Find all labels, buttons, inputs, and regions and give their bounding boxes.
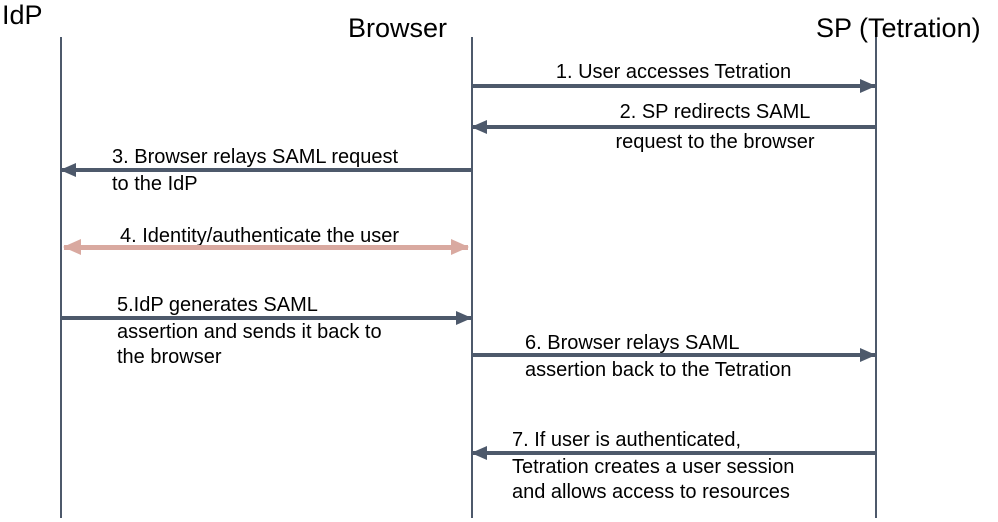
message-3-arrow (60, 163, 471, 177)
arrowhead-right-icon (860, 79, 876, 93)
arrowhead-left-icon (60, 163, 76, 177)
actor-label-sp: SP (Tetration) (816, 13, 981, 43)
arrowhead-left-icon (471, 446, 487, 460)
message-6-label-line2: assertion back to the Tetration (525, 359, 792, 381)
message-1-arrow (472, 79, 876, 93)
message-6-arrow (472, 348, 876, 362)
arrowhead-right-icon (860, 348, 876, 362)
message-7-label-line3: and allows access to resources (512, 481, 790, 503)
arrowhead-left-icon (63, 239, 81, 255)
arrowhead-right-icon (456, 311, 472, 325)
message-5-label: 5.IdP generates SAML (117, 294, 318, 316)
message-3-label-line2: to the IdP (112, 173, 198, 195)
arrowhead-left-icon (471, 120, 487, 134)
message-2-arrow (471, 120, 875, 134)
message-5-label-line2: assertion and sends it back to (117, 321, 382, 343)
message-7-label: 7. If user is authenticated, (512, 429, 742, 451)
message-6-label: 6. Browser relays SAML (525, 332, 740, 354)
message-2-label: 2. SP redirects SAML (619, 101, 811, 123)
lifeline-sp (875, 37, 877, 518)
actor-label-browser: Browser (348, 13, 448, 43)
arrowhead-right-icon (451, 239, 469, 255)
message-5-label-line3: the browser (117, 346, 222, 368)
message-2-label-line2: request to the browser (615, 131, 815, 153)
lifeline-browser (471, 37, 473, 518)
message-7-label-line2: Tetration creates a user session (512, 456, 795, 478)
message-4-arrow (63, 239, 469, 255)
message-4-label: 4. Identity/authenticate the user (120, 225, 400, 247)
message-7-arrow (471, 446, 875, 460)
lifeline-idp (60, 37, 62, 518)
message-5-arrow (61, 311, 472, 325)
message-1-label: 1. User accesses Tetration (555, 61, 792, 83)
actor-label-idp: IdP (2, 0, 43, 30)
message-3-label: 3. Browser relays SAML request (112, 146, 399, 168)
